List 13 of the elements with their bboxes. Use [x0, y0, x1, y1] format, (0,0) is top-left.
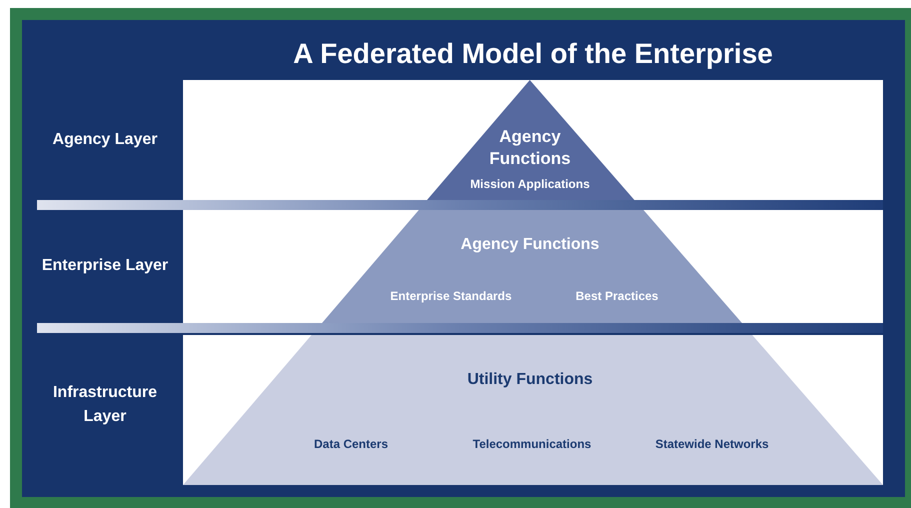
- tier-heading: Utility Functions: [466, 370, 594, 390]
- tier-item: Telecommunications: [472, 436, 592, 453]
- tier-heading: Agency Functions: [460, 235, 600, 255]
- tier-item: Statewide Networks: [654, 436, 770, 453]
- layer-label: Enterprise Layer: [40, 256, 170, 276]
- layer-label: Agency Layer: [52, 130, 158, 150]
- tier-item: Enterprise Standards: [389, 288, 513, 305]
- tier-item: Best Practices: [574, 288, 660, 305]
- layer-label: Infrastructure Layer: [52, 383, 158, 427]
- title: A Federated Model of the Enterprise: [292, 37, 774, 71]
- tier-heading: Agency Functions: [488, 126, 572, 170]
- tier-item: Mission Applications: [469, 176, 591, 193]
- tier-item: Data Centers: [312, 436, 390, 453]
